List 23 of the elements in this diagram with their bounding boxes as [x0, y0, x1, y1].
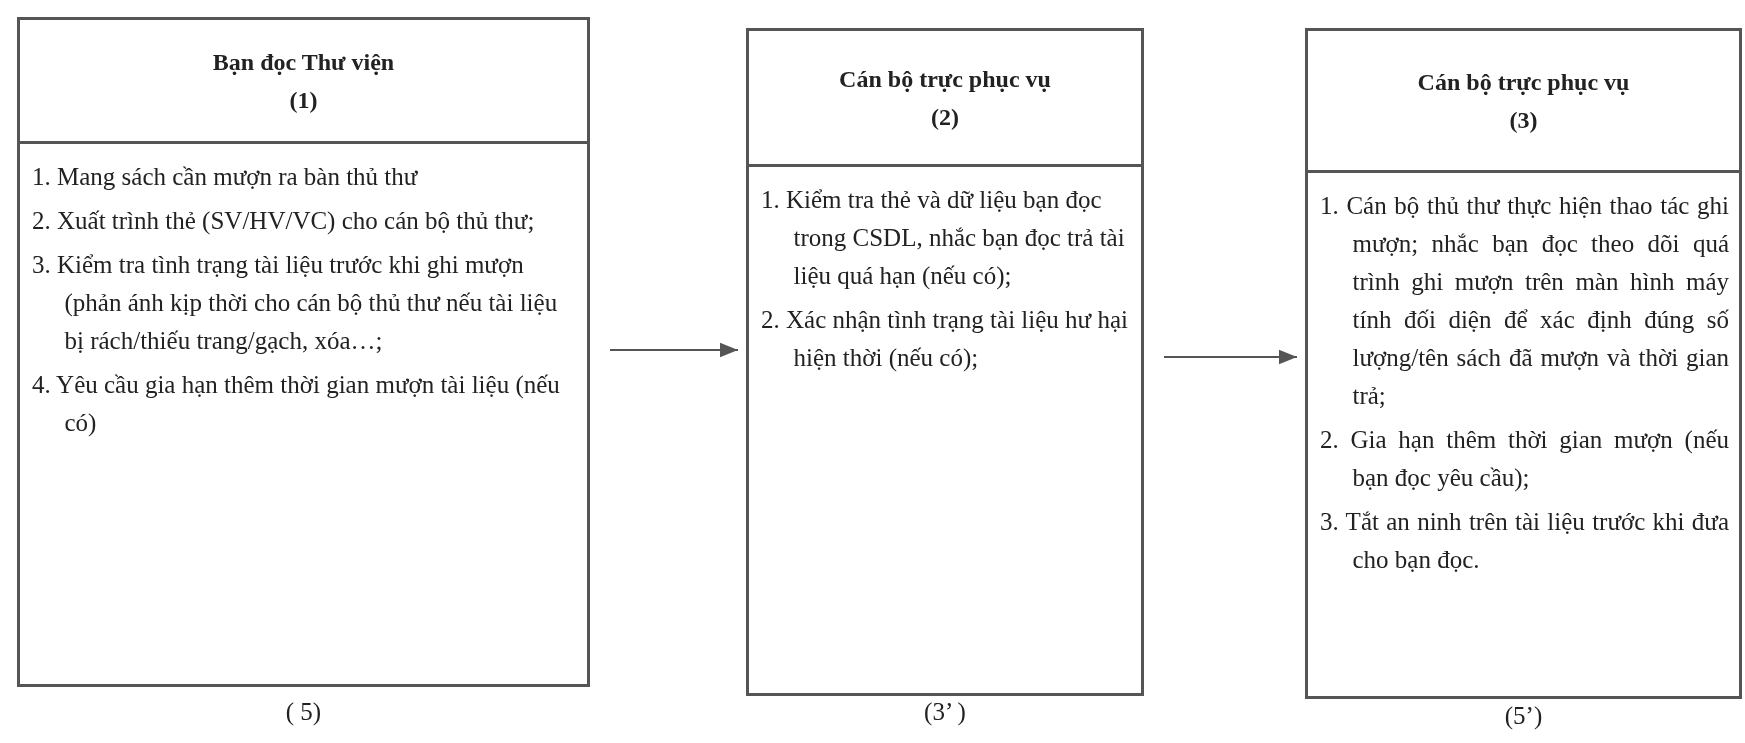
list-item: 3. Tắt an ninh trên tài liệu trước khi đưa cho bạn đọc.: [1320, 507, 1729, 575]
list-item: 2. Gia hạn thêm thời gian mượn (nếu bạn đọc yêu cầu);: [1320, 425, 1729, 494]
process-box: [17, 17, 590, 687]
step-number: ( 5): [285, 698, 322, 726]
heading: Cán bộ trực phục vụ: [1417, 67, 1630, 97]
heading: Cán bộ trực phục vụ: [839, 64, 1051, 94]
list-item: 1. Mang sách cần mượn ra bàn thủ thư: [32, 162, 419, 192]
list-item: 1. Kiểm tra thẻ và dữ liệu bạn đọc trong CSDL, nhắc bạn đọc trả tài liệu quá hạn (nếu có);: [761, 185, 1126, 292]
process-box: [1305, 28, 1742, 699]
arrow: [609, 342, 739, 358]
list-item: 4. Yêu cầu gia hạn thêm thời gian mượn tài liệu (nếu có): [32, 370, 561, 438]
step-number: (3’ ): [924, 698, 966, 726]
list-item: 2. Xuất trình thẻ (SV/HV/VC) cho cán bộ thủ thư;: [32, 206, 536, 237]
step-number: (5’): [1504, 702, 1543, 730]
heading: (3): [1509, 105, 1538, 135]
process-box: [746, 28, 1144, 696]
arrow: [1163, 349, 1298, 365]
list-item: 1. Cán bộ thủ thư thực hiện thao tác ghi mượn; nhắc bạn đọc theo dõi quá trình ghi mượn trên màn hình máy tính đối diện để xác định đúng số lượng/tên sách đã mượn và thời gian trả;: [1320, 191, 1729, 411]
heading: (1): [289, 85, 318, 115]
list-item: 2. Xác nhận tình trạng tài liệu hư hại hiện thời (nếu có);: [761, 305, 1129, 373]
heading: Bạn đọc Thư viện: [212, 47, 395, 77]
heading: (2): [931, 102, 959, 132]
list-item: 3. Kiểm tra tình trạng tài liệu trước khi ghi mượn (phản ánh kịp thời cho cán bộ thủ thư nếu tài liệu bị rách/thiếu trang/gạch, xóa…;: [32, 250, 559, 356]
